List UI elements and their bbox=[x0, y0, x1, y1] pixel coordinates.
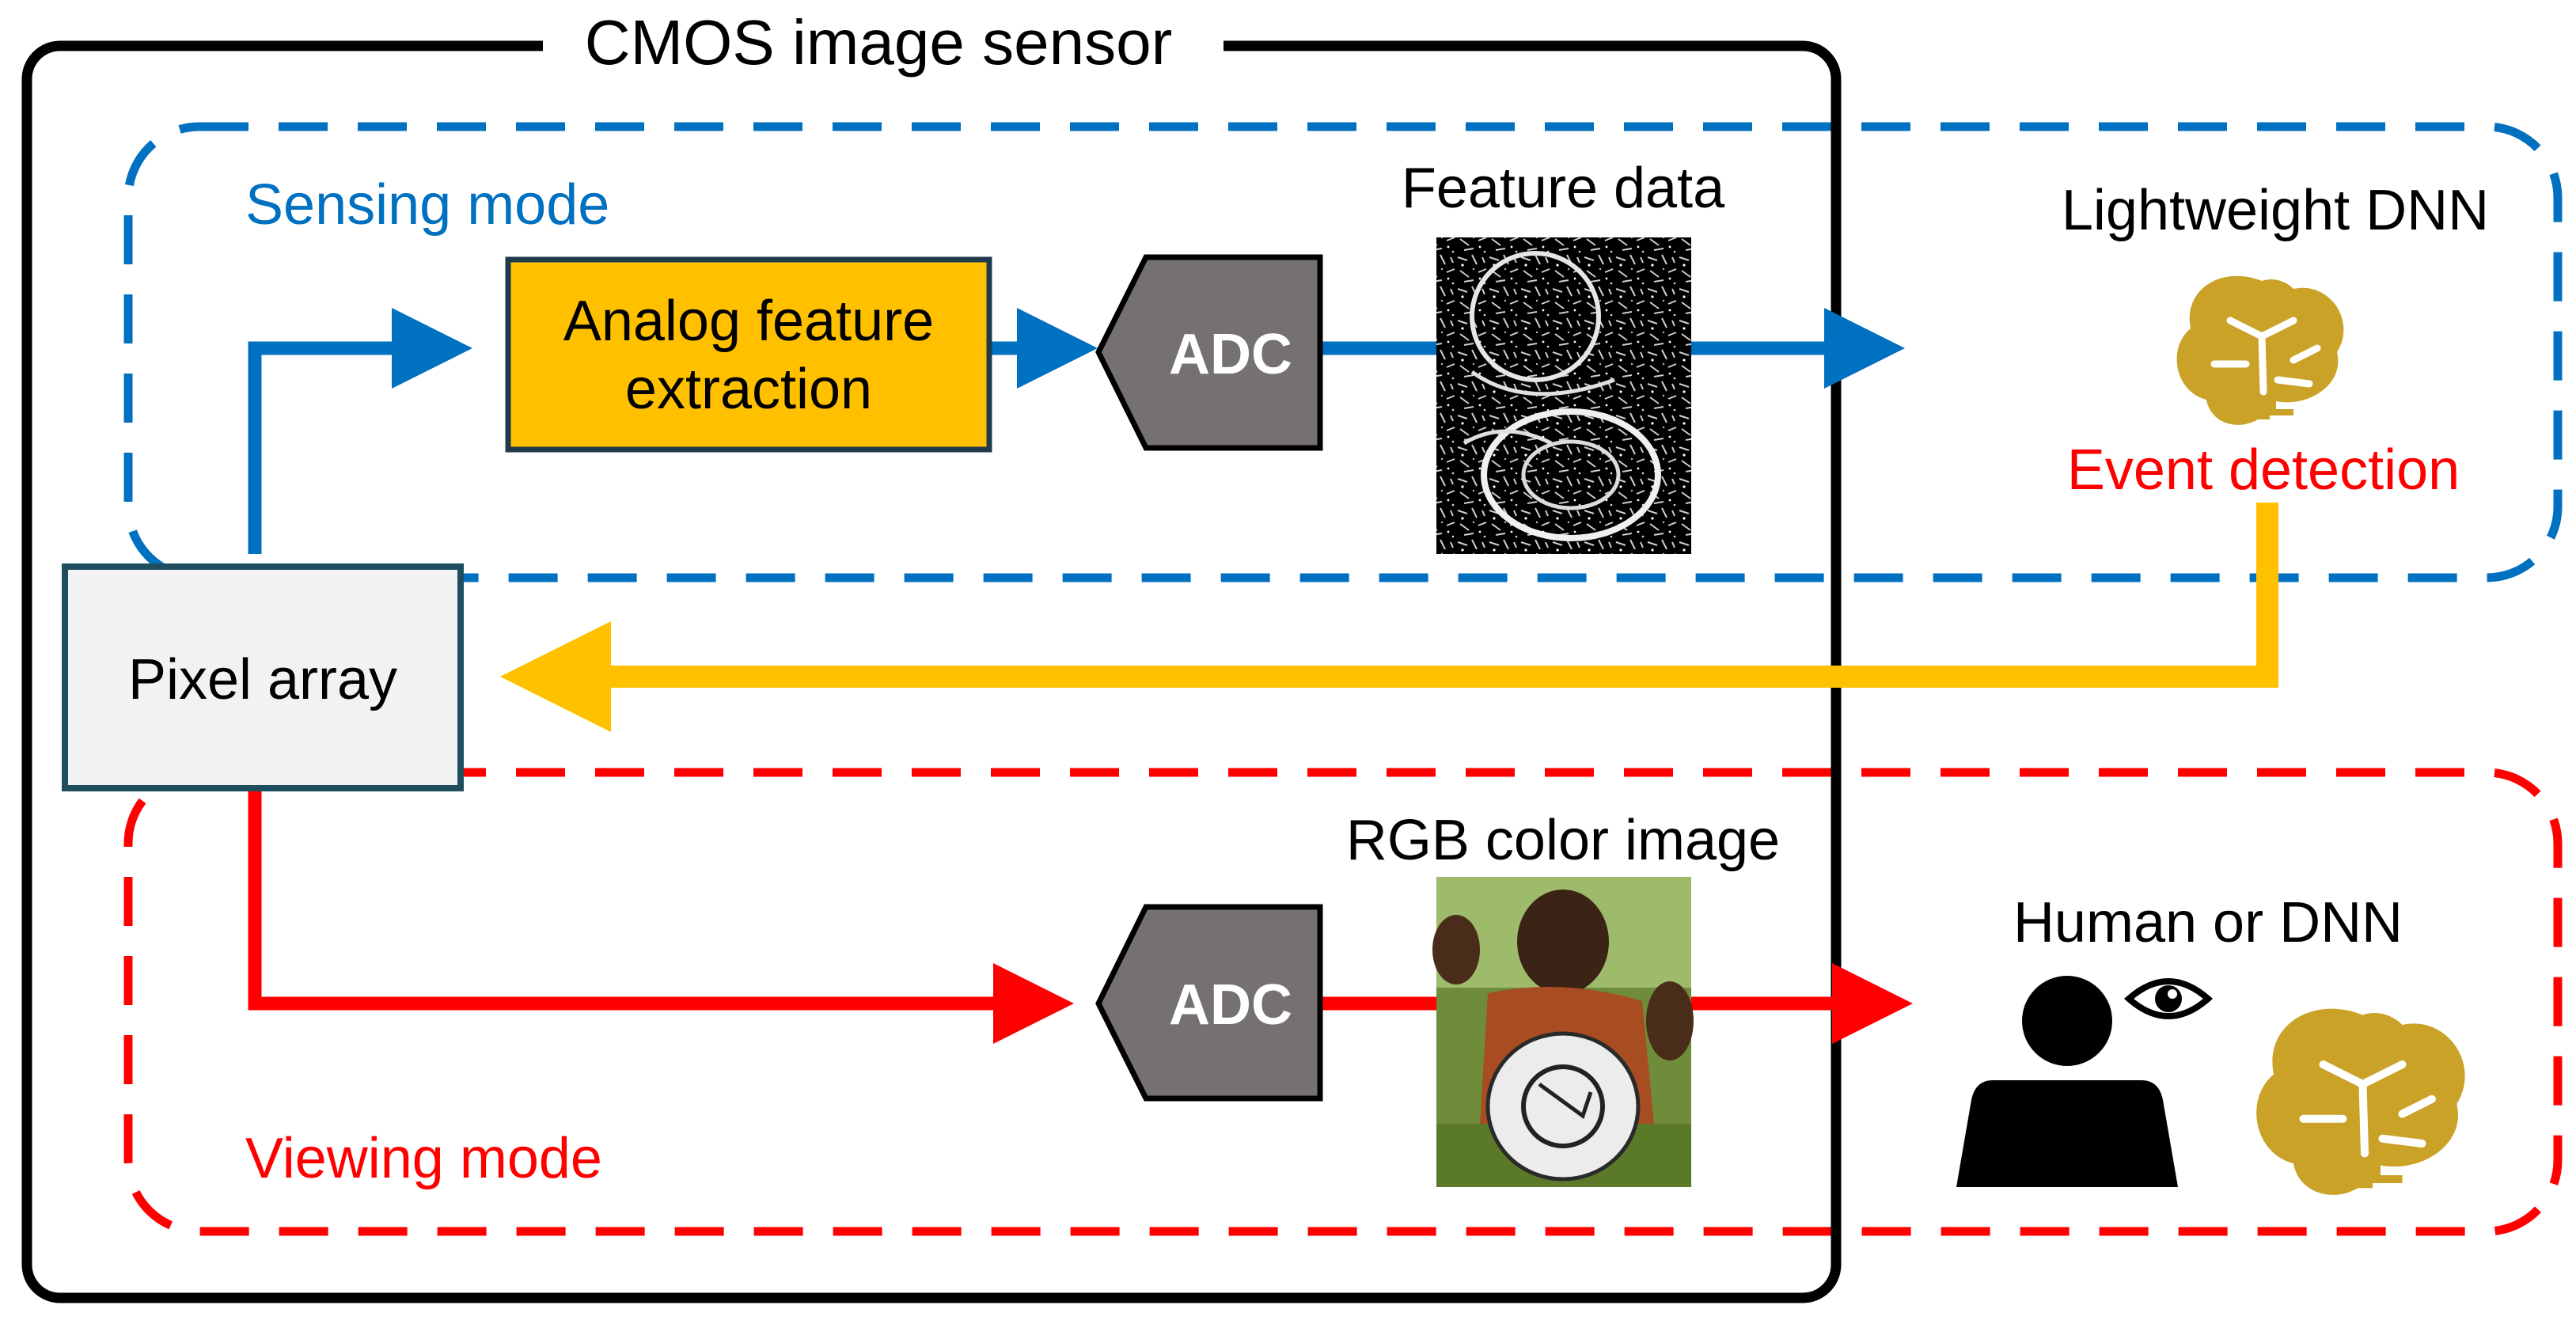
pixel-array-box bbox=[62, 563, 464, 791]
lightweight-dnn-label: Lightweight DNN bbox=[2062, 179, 2489, 242]
feature-box-label-line1: Analog feature bbox=[563, 290, 934, 353]
sensing-adc-block bbox=[1095, 254, 1323, 451]
sensing-adc-label: ADC bbox=[1169, 323, 1292, 386]
photo-image bbox=[1432, 877, 1694, 1187]
pixel-to-viewing-adc-arrow bbox=[248, 790, 1074, 1044]
brain-icon bbox=[2176, 275, 2344, 425]
brain-icon-bottom bbox=[2256, 1008, 2465, 1195]
cmos-sensor-title: CMOS image sensor bbox=[585, 7, 1172, 78]
pixel-array-label: Pixel array bbox=[128, 648, 397, 711]
person-icon bbox=[1956, 976, 2178, 1187]
event-detection-label: Event detection bbox=[2067, 438, 2460, 502]
viewing-mode-label: Viewing mode bbox=[245, 1127, 602, 1190]
viewing-adc-block bbox=[1095, 904, 1323, 1102]
pixel-to-feature-arrow bbox=[248, 308, 472, 554]
viewing-adc-label: ADC bbox=[1169, 973, 1292, 1037]
feature-data-label: Feature data bbox=[1402, 157, 1725, 220]
event-feedback-arrow bbox=[500, 503, 2278, 732]
rgb-image-label: RGB color image bbox=[1346, 809, 1780, 872]
viewing-mode-region bbox=[123, 768, 2563, 1236]
sensing-mode-region bbox=[123, 122, 2563, 582]
analog-feature-extraction-box bbox=[505, 256, 992, 453]
feature-box-label-line2: extraction bbox=[625, 358, 872, 421]
feature-map-image bbox=[1436, 237, 1691, 554]
human-or-dnn-label: Human or DNN bbox=[2013, 891, 2403, 954]
sensing-mode-label: Sensing mode bbox=[245, 173, 609, 237]
eye-icon bbox=[2123, 978, 2214, 1019]
